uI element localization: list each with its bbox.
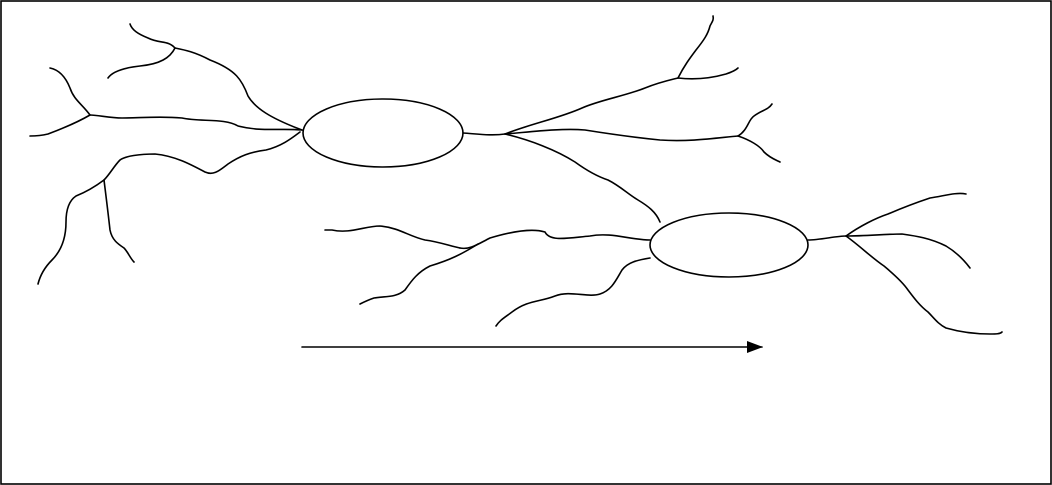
neuron-1-axon-branches: [462, 15, 781, 223]
neuron-2: [324, 192, 1003, 335]
dendrite: [807, 235, 847, 241]
dendrite: [845, 233, 971, 269]
axon-branch: [504, 128, 739, 142]
axon-branch: [677, 15, 715, 79]
neuron-1-cell-body: [302, 98, 464, 168]
axon-branch: [737, 135, 781, 163]
neuron-1-dendrites: [29, 23, 303, 285]
dendrite: [103, 131, 301, 181]
dendrite: [324, 225, 461, 249]
dendrite: [49, 67, 91, 116]
dendrite: [495, 257, 651, 327]
dendrite: [103, 179, 135, 263]
dendrite: [129, 23, 176, 49]
axon: [462, 132, 506, 136]
dendrite: [845, 235, 1003, 335]
neuron-2-dendrites-right: [807, 192, 1003, 335]
neuron-2-cell-body: [649, 212, 809, 278]
neuron-1: [29, 15, 781, 285]
dendrite: [89, 114, 303, 131]
axon-branch: [504, 133, 661, 223]
dendrite: [37, 179, 105, 285]
dendrite: [845, 192, 967, 237]
dendrite: [359, 243, 479, 305]
neuron-2-dendrites: [324, 225, 651, 327]
axon-branch: [504, 77, 679, 135]
dendrite: [107, 47, 176, 79]
dendrite: [459, 229, 651, 250]
dendrite: [174, 47, 303, 131]
axon-branch: [677, 67, 739, 80]
axon-branch: [737, 103, 773, 137]
dendrite: [29, 114, 91, 137]
